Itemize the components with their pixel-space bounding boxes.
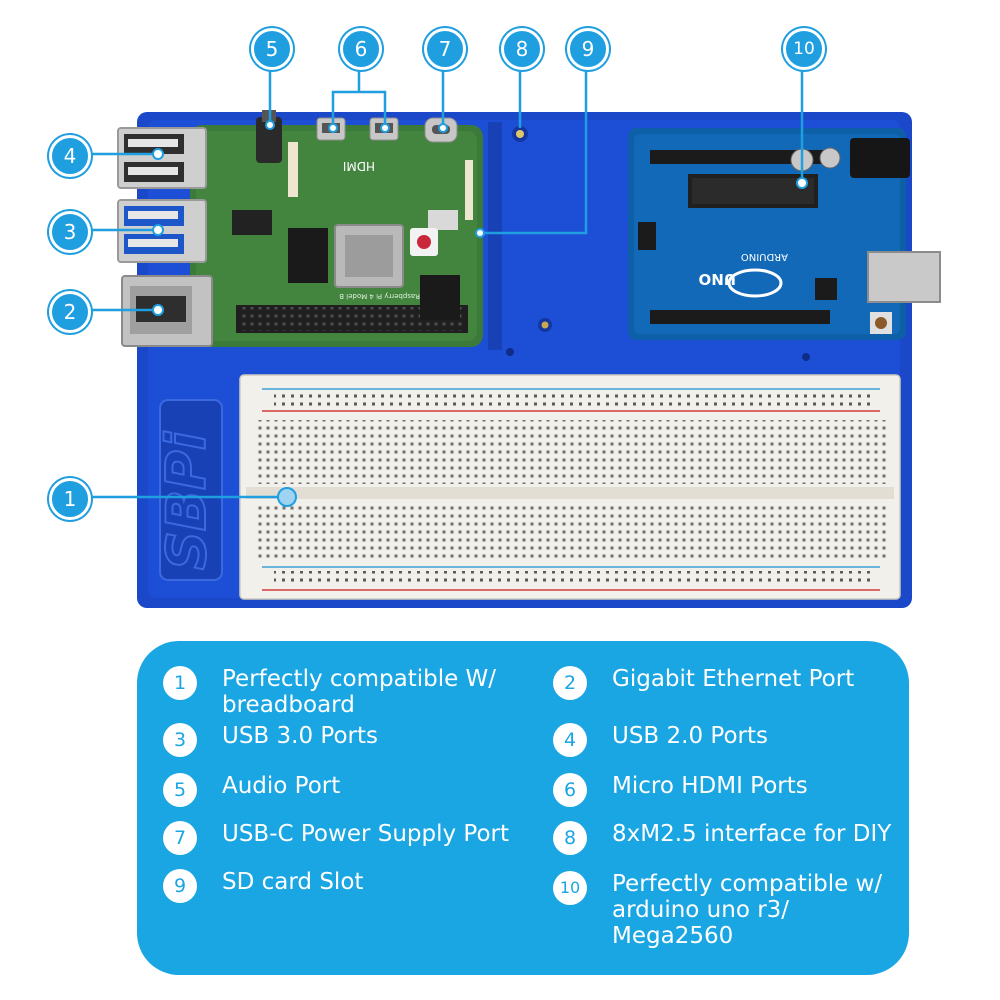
legend-number: 2 [553, 666, 587, 700]
callout-1: 1 [49, 478, 91, 520]
legend-item-8: 8 8xM2.5 interface for DIY [553, 821, 893, 855]
legend-text: USB 3.0 Ports [222, 723, 378, 749]
raspberry-pi-board: HDMI Raspberry Pi 4 Model B [190, 110, 483, 347]
legend-item-2: 2 Gigabit Ethernet Port [553, 666, 893, 700]
rpi-model-silkscreen: Raspberry Pi 4 Model B [339, 292, 420, 300]
legend-item-6: 6 Micro HDMI Ports [553, 773, 893, 807]
callout-4: 4 [49, 135, 91, 177]
legend-text: USB 2.0 Ports [612, 723, 768, 749]
legend-text: Gigabit Ethernet Port [612, 666, 855, 692]
ethernet-port [121, 275, 213, 347]
breadboard [239, 374, 901, 600]
callout-7: 7 [424, 28, 466, 70]
callout-dots [152, 120, 808, 507]
legend-item-4: 4 USB 2.0 Ports [553, 723, 893, 757]
legend-text: USB-C Power Supply Port [222, 821, 510, 847]
legend-number: 4 [553, 723, 587, 757]
callout-10: 10 [783, 28, 825, 70]
arduino-name-marking: ARDUINO [741, 251, 788, 262]
callout-6: 6 [340, 28, 382, 70]
arduino-uno-board: UNO ARDUINO [628, 128, 941, 340]
legend-item-7: 7 USB-C Power Supply Port [163, 821, 533, 855]
legend-number: 9 [163, 869, 197, 903]
callout-2: 2 [49, 291, 91, 333]
legend-text: Perfectly compatible w/ arduino uno r3/ … [612, 871, 883, 949]
legend-number: 6 [553, 773, 587, 807]
legend-number: 3 [163, 723, 197, 757]
base-logo-panel [159, 399, 223, 581]
callout-8: 8 [501, 28, 543, 70]
callout-3: 3 [49, 211, 91, 253]
usb-b-port [867, 251, 941, 303]
legend-number: 8 [553, 821, 587, 855]
legend-item-9: 9 SD card Slot [163, 869, 503, 903]
legend-text: Perfectly compatible W/ breadboard [222, 666, 497, 718]
legend-number: 7 [163, 821, 197, 855]
legend-item-1: 1 Perfectly compatible W/ breadboard [163, 666, 503, 718]
arduino-uno-marking: UNO [699, 270, 737, 288]
hdmi-silkscreen: HDMI [343, 159, 375, 173]
legend-number: 10 [553, 871, 587, 905]
legend-panel: 1 Perfectly compatible W/ breadboard 2 G… [137, 641, 909, 975]
legend-number: 1 [163, 666, 197, 700]
breadboard-kit-illustration: SBPi HDMI Raspberry Pi 4 Model B [88, 66, 941, 608]
legend-item-5: 5 Audio Port [163, 773, 503, 807]
legend-number: 5 [163, 773, 197, 807]
callout-leaders [88, 66, 804, 499]
callout-5: 5 [251, 28, 293, 70]
legend-item-10: 10 Perfectly compatible w/ arduino uno r… [553, 871, 893, 949]
legend-item-3: 3 USB 3.0 Ports [163, 723, 503, 757]
audio-jack [256, 117, 282, 163]
legend-text: 8xM2.5 interface for DIY [612, 821, 892, 847]
dc-jack [850, 138, 910, 178]
legend-text: Audio Port [222, 773, 341, 799]
legend-text: SD card Slot [222, 869, 364, 895]
base-logo: SBPi [155, 430, 218, 570]
legend-text: Micro HDMI Ports [612, 773, 808, 799]
callout-9: 9 [567, 28, 609, 70]
